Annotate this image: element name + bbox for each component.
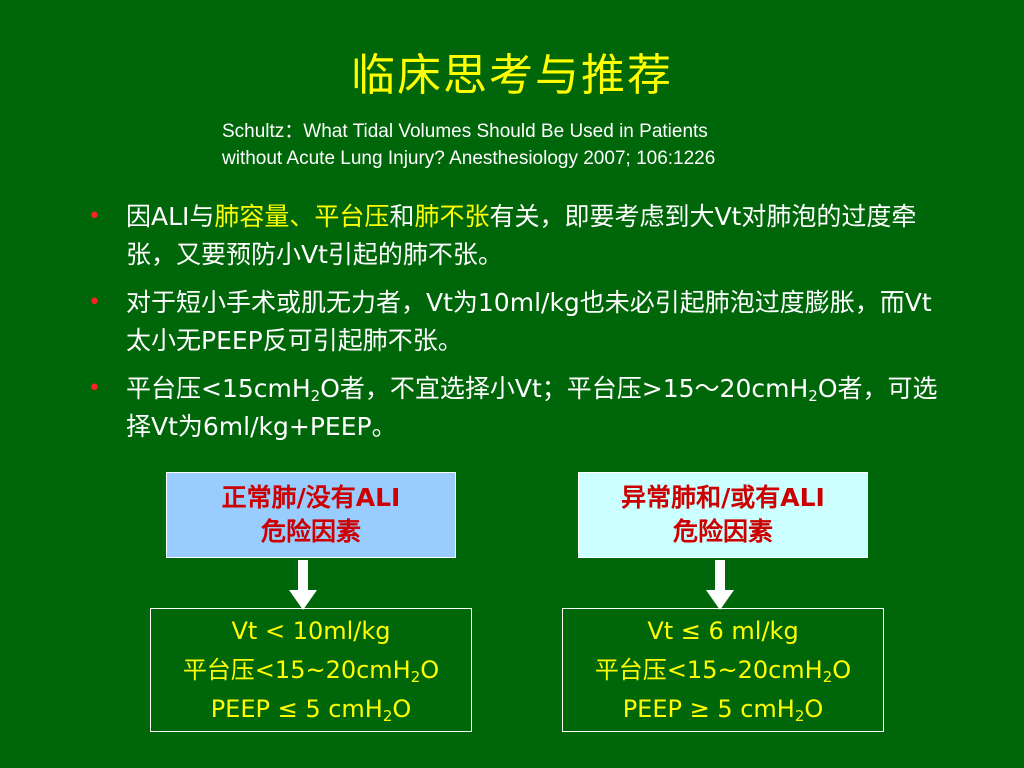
reference-line-2: without Acute Lung Injury? Anesthesiolog… [222, 148, 716, 169]
abnormal-lung-header-line-2: 危险因素 [672, 517, 773, 546]
abnormal-lung-plateau-text: 平台压<15~20cmH [594, 656, 823, 684]
normal-lung-header-line-2: 危险因素 [260, 517, 361, 546]
normal-lung-peep-text: PEEP ≤ 5 cmH [210, 695, 383, 723]
bullet-3-text-a: 平台压<15cmH [126, 374, 311, 403]
abnormal-lung-plateau-line: 平台压<15~20cmH2O [595, 653, 851, 687]
down-arrow-icon [706, 560, 734, 610]
bullet-1-text-b: 和 [389, 202, 415, 231]
bullet-dot-icon: • [88, 376, 101, 401]
bullet-1-text-c: 有关，即要考虑到大Vt对肺泡的过度牵张，又要预防小Vt引起的肺不张。 [126, 202, 917, 269]
abnormal-lung-header-box: 异常肺和/或有ALI 危险因素 [578, 472, 868, 558]
bullet-item-2: • 对于短小手术或肌无力者，Vt为10ml/kg也未必引起肺泡过度膨胀，而Vt太… [88, 284, 948, 360]
normal-lung-plateau-tail: O [420, 656, 440, 684]
normal-lung-vt-line: Vt < 10ml/kg [231, 617, 391, 645]
reference-citation: Schultz：What Tidal Volumes Should Be Use… [222, 118, 862, 172]
reference-line-1: Schultz：What Tidal Volumes Should Be Use… [222, 121, 708, 142]
abnormal-lung-peep-line: PEEP ≥ 5 cmH2O [623, 692, 824, 726]
bullet-3-subscript-a: 2 [310, 387, 321, 405]
normal-lung-header-box: 正常肺/没有ALI 危险因素 [166, 472, 456, 558]
normal-lung-header-line-1: 正常肺/没有ALI [221, 483, 401, 512]
abnormal-lung-peep-text: PEEP ≥ 5 cmH [622, 695, 795, 723]
normal-lung-peep-subscript: 2 [382, 707, 393, 725]
normal-lung-peep-line: PEEP ≤ 5 cmH2O [211, 692, 412, 726]
bullet-1-highlight-a: 肺容量、平台压 [214, 202, 390, 231]
normal-lung-plateau-text: 平台压<15~20cmH [182, 656, 411, 684]
bullet-dot-icon: • [88, 290, 101, 315]
abnormal-lung-recommendation-box: Vt ≤ 6 ml/kg 平台压<15~20cmH2O PEEP ≥ 5 cmH… [562, 608, 884, 732]
slide-title: 临床思考与推荐 [351, 50, 673, 101]
bullet-3-text-c: O者，可选择Vt为6ml/kg+PEEP。 [126, 374, 938, 441]
bullet-1-highlight-b: 肺不张 [414, 202, 490, 231]
bullet-dot-icon: • [88, 204, 101, 229]
bullet-1-text-a: 因ALI与 [126, 202, 215, 231]
abnormal-lung-plateau-subscript: 2 [822, 668, 833, 686]
bullet-item-3: • 平台压<15cmH2O者，不宜选择小Vt；平台压>15～20cmH2O者，可… [88, 370, 948, 446]
normal-lung-recommendation-box: Vt < 10ml/kg 平台压<15~20cmH2O PEEP ≤ 5 cmH… [150, 608, 472, 732]
abnormal-lung-header-line-1: 异常肺和/或有ALI [621, 483, 825, 512]
normal-lung-plateau-subscript: 2 [410, 668, 421, 686]
abnormal-lung-peep-tail: O [804, 695, 824, 723]
abnormal-lung-peep-subscript: 2 [794, 707, 805, 725]
normal-lung-peep-tail: O [392, 695, 412, 723]
bullet-item-1: • 因ALI与肺容量、平台压和肺不张有关，即要考虑到大Vt对肺泡的过度牵张，又要… [88, 198, 948, 274]
bullet-3-subscript-b: 2 [808, 387, 818, 405]
bullet-2-text: 对于短小手术或肌无力者，Vt为10ml/kg也未必引起肺泡过度膨胀，而Vt太小无… [126, 288, 932, 355]
normal-lung-plateau-line: 平台压<15~20cmH2O [183, 653, 439, 687]
bullet-3-text-b: O者，不宜选择小Vt；平台压>15～20cmH [320, 374, 809, 403]
bullet-list: • 因ALI与肺容量、平台压和肺不张有关，即要考虑到大Vt对肺泡的过度牵张，又要… [88, 198, 948, 456]
down-arrow-icon [289, 560, 317, 610]
abnormal-lung-plateau-tail: O [832, 656, 852, 684]
abnormal-lung-vt-line: Vt ≤ 6 ml/kg [647, 617, 799, 645]
